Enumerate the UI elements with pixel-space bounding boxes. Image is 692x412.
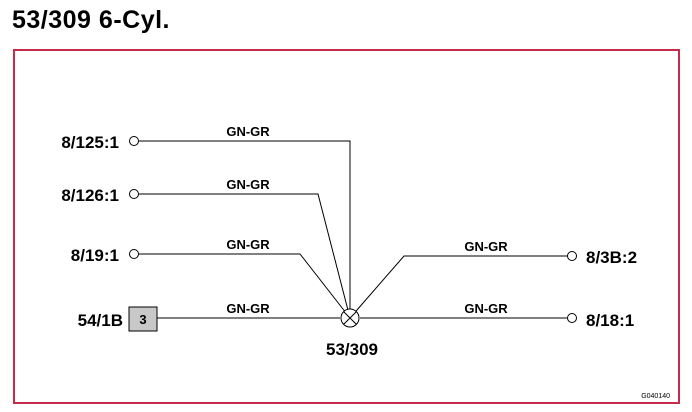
wire-8-19-1 [139,253,351,319]
connector-box [128,306,158,332]
wire-color-label: GN-GR [464,301,508,316]
drawing-code: G040140 [641,393,670,400]
terminal-label: 8/125:1 [61,133,119,152]
diagram-frame [13,49,680,404]
wire-color-label: GN-GR [464,239,508,254]
terminal-label: 8/18:1 [586,311,634,330]
splice-crossed-circle-icon [340,308,360,328]
terminal-label: 8/3B:2 [586,248,637,267]
page-title: 53/309 6-Cyl. [12,6,170,34]
terminal-circle-icon [567,313,577,323]
wire-8-126-1 [139,193,351,319]
wire-8-3b-2 [349,255,567,319]
terminal-label: 8/19:1 [71,246,119,265]
wire-8-125-1 [139,140,351,318]
wire-color-label: GN-GR [226,177,270,192]
terminal-label: 8/126:1 [61,186,119,205]
wire-color-label: GN-GR [226,301,270,316]
connector-pin-label: 3 [139,312,146,327]
terminal-circle-icon [129,189,139,199]
terminal-circle-icon [567,251,577,261]
wire-color-label: GN-GR [226,237,270,252]
wire-color-label: GN-GR [226,124,270,139]
terminal-label: 54/1B [78,311,123,330]
terminal-circle-icon [129,136,139,146]
splice-label: 53/309 [326,340,378,359]
terminal-circle-icon [129,249,139,259]
